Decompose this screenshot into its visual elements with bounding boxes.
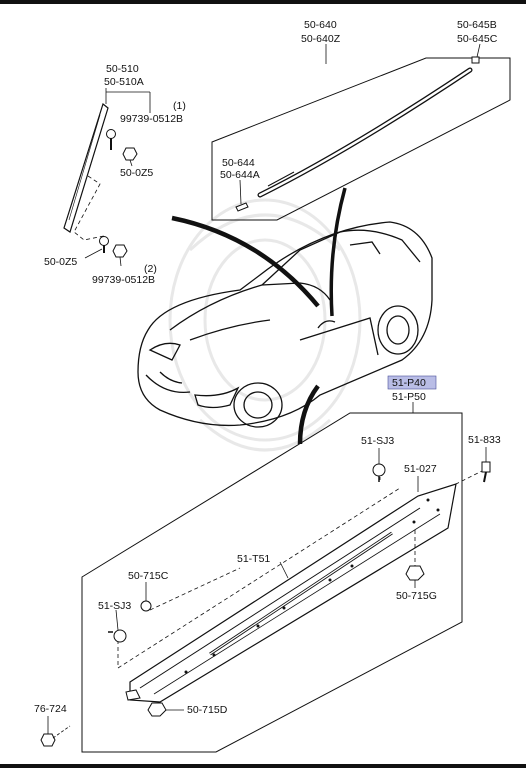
label-50-644: 50-644	[222, 157, 255, 169]
label-50-510: 50-510	[106, 63, 139, 75]
bottom-border	[0, 764, 526, 768]
label-51-sj3-upper: 51-SJ3	[361, 435, 394, 447]
label-99739-0512b-2: 99739-0512B	[92, 274, 155, 286]
screw-icon	[40, 725, 71, 747]
windshield-molding-part	[257, 67, 473, 198]
pillar-molding-part	[63, 102, 109, 233]
top-border	[0, 0, 526, 4]
label-50-645c: 50-645C	[457, 33, 498, 45]
windshield-molding-group	[211, 43, 511, 221]
guide-line-upper	[171, 215, 320, 308]
label-51-t51: 51-T51	[237, 553, 270, 565]
part-labels: 50-640 50-640Z 50-645B 50-645C 50-644 50…	[34, 19, 501, 716]
label-50-645b: 50-645B	[457, 19, 497, 31]
label-50-715g: 50-715G	[396, 590, 437, 602]
clip-icon	[372, 463, 386, 482]
guide-line-upper-2	[329, 187, 347, 317]
molding-clip	[235, 202, 249, 212]
guide-line-lower	[297, 384, 320, 445]
callout-2: (2)	[144, 263, 157, 275]
clip-icon	[147, 702, 167, 717]
screw-icon	[99, 236, 109, 253]
label-99739-0512b-1: 99739-0512B	[120, 113, 183, 125]
label-50-640: 50-640	[304, 19, 337, 31]
watermark-logo	[168, 198, 362, 452]
molding-end-cap	[471, 56, 480, 64]
nut-icon	[122, 147, 138, 161]
callout-1: (1)	[173, 100, 186, 112]
screw-icon	[481, 461, 491, 483]
highlight-box	[387, 375, 437, 390]
label-51-sj3-lower: 51-SJ3	[98, 600, 131, 612]
label-50-644a: 50-644A	[220, 169, 260, 181]
clip-icon	[405, 565, 425, 581]
windshield-molding-panel	[211, 57, 511, 221]
clip-icon	[140, 600, 152, 612]
label-50-640z: 50-640Z	[301, 33, 341, 45]
label-51-833: 51-833	[468, 434, 501, 446]
car-illustration	[137, 221, 433, 428]
pillar-molding-group	[63, 88, 151, 267]
label-50-0z5-upper: 50-0Z5	[120, 167, 153, 179]
label-50-0z5-lower: 50-0Z5	[44, 256, 77, 268]
clip-icon	[108, 629, 127, 643]
label-51-p50: 51-P50	[392, 391, 426, 403]
screw-icon	[106, 129, 116, 150]
label-51-027: 51-027	[404, 463, 437, 475]
nut-icon	[112, 244, 128, 258]
label-51-p40: 51-P40	[392, 377, 426, 389]
label-50-715d: 50-715D	[187, 704, 228, 716]
side-sill-panel	[81, 412, 463, 753]
label-50-715c: 50-715C	[128, 570, 169, 582]
side-sill-group	[40, 402, 491, 753]
label-50-510a: 50-510A	[104, 76, 144, 88]
label-76-724: 76-724	[34, 703, 67, 715]
